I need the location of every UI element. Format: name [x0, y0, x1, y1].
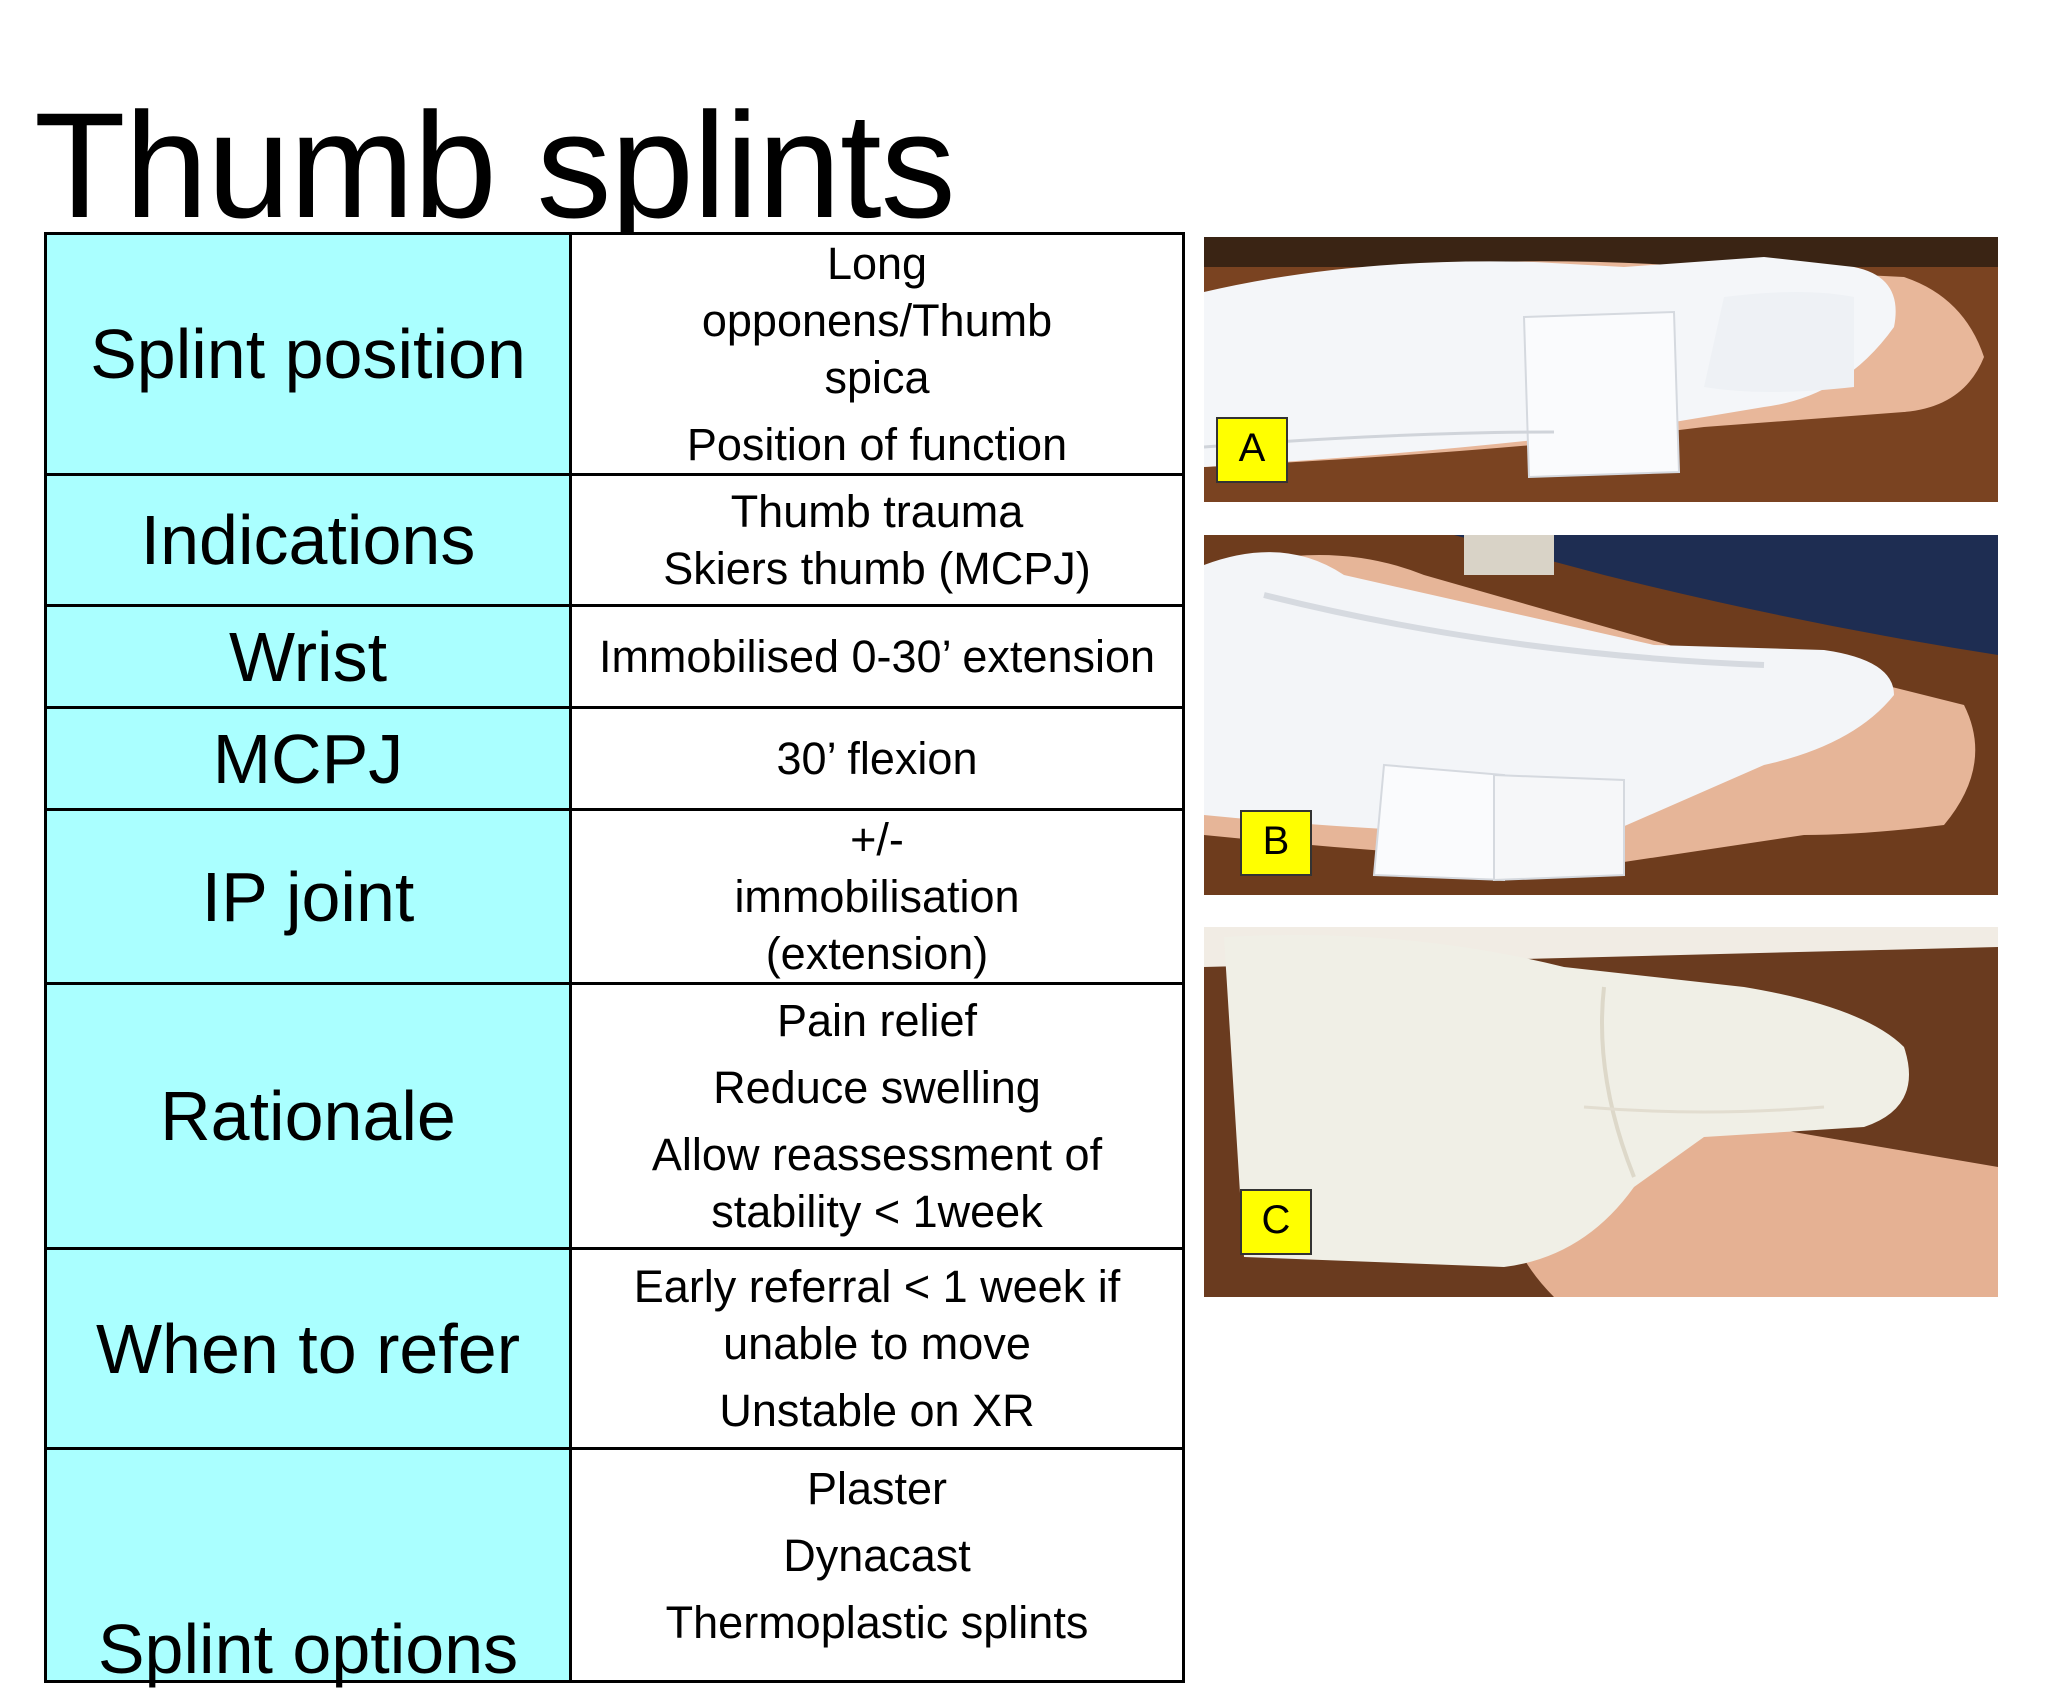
- table-row: Indications Thumb trauma Skiers thumb (M…: [44, 473, 1185, 607]
- table-row: IP joint +/- immobilisation (extension): [44, 808, 1185, 985]
- row-label: When to refer: [44, 1247, 572, 1450]
- table-row: When to refer Early referral < 1 week if…: [44, 1247, 1185, 1450]
- row-label: Wrist: [44, 604, 572, 709]
- value-line: 30’ flexion: [776, 733, 978, 784]
- splint-info-table: Splint position Long opponens/Thumb spic…: [44, 232, 1185, 1688]
- row-label: Splint position: [44, 232, 572, 476]
- value-line: Unstable on XR: [719, 1385, 1035, 1436]
- splint-photo-a: A: [1204, 237, 1998, 502]
- splint-illustration-c: [1204, 927, 1998, 1297]
- row-value: Thumb trauma Skiers thumb (MCPJ): [569, 473, 1185, 607]
- value-line: Immobilised 0-30’ extension: [598, 631, 1156, 682]
- row-value: +/- immobilisation (extension): [569, 808, 1185, 985]
- value-line: Reduce swelling: [713, 1062, 1041, 1113]
- splint-illustration-a: [1204, 237, 1998, 502]
- table-row: Splint options Plaster Dynacast Thermopl…: [44, 1447, 1185, 1688]
- row-label: IP joint: [44, 808, 572, 985]
- value-line: Skiers thumb (MCPJ): [663, 543, 1091, 594]
- row-label: Rationale: [44, 982, 572, 1250]
- row-value: Pain relief Reduce swelling Allow reasse…: [569, 982, 1185, 1250]
- row-label-text: Splint options: [97, 1610, 519, 1688]
- slide-title: Thumb splints: [34, 81, 956, 249]
- table-row: Wrist Immobilised 0-30’ extension: [44, 604, 1185, 709]
- table-row: Splint position Long opponens/Thumb spic…: [44, 232, 1185, 476]
- row-label: Splint options: [44, 1447, 572, 1688]
- row-value: Early referral < 1 week if unable to mov…: [569, 1247, 1185, 1450]
- value-line: Allow reassessment of stability < 1week: [651, 1129, 1103, 1237]
- value-line: Thumb trauma: [730, 486, 1024, 537]
- row-value: 30’ flexion: [569, 706, 1185, 811]
- value-line: Pain relief: [776, 995, 978, 1046]
- value-line: Plaster: [806, 1463, 948, 1514]
- row-label: Indications: [44, 473, 572, 607]
- value-line: Long opponens/Thumb spica: [701, 238, 1053, 403]
- photo-tag-b: B: [1240, 810, 1312, 876]
- value-line: Thermoplastic splints: [665, 1597, 1089, 1648]
- splint-photo-b: B: [1204, 535, 1998, 895]
- photo-tag-a: A: [1216, 417, 1288, 483]
- table-row: MCPJ 30’ flexion: [44, 706, 1185, 811]
- value-line: +/- immobilisation (extension): [734, 814, 1020, 979]
- row-value: Plaster Dynacast Thermoplastic splints: [569, 1447, 1185, 1683]
- table-row: Rationale Pain relief Reduce swelling Al…: [44, 982, 1185, 1250]
- value-line: Position of function: [686, 419, 1068, 470]
- photo-tag-c: C: [1240, 1189, 1312, 1255]
- value-line: Early referral < 1 week if unable to mov…: [633, 1261, 1121, 1369]
- row-value: Long opponens/Thumb spica Position of fu…: [569, 232, 1185, 476]
- splint-illustration-b: [1204, 535, 1998, 895]
- splint-photo-c: C: [1204, 927, 1998, 1297]
- row-label: MCPJ: [44, 706, 572, 811]
- row-value: Immobilised 0-30’ extension: [569, 604, 1185, 709]
